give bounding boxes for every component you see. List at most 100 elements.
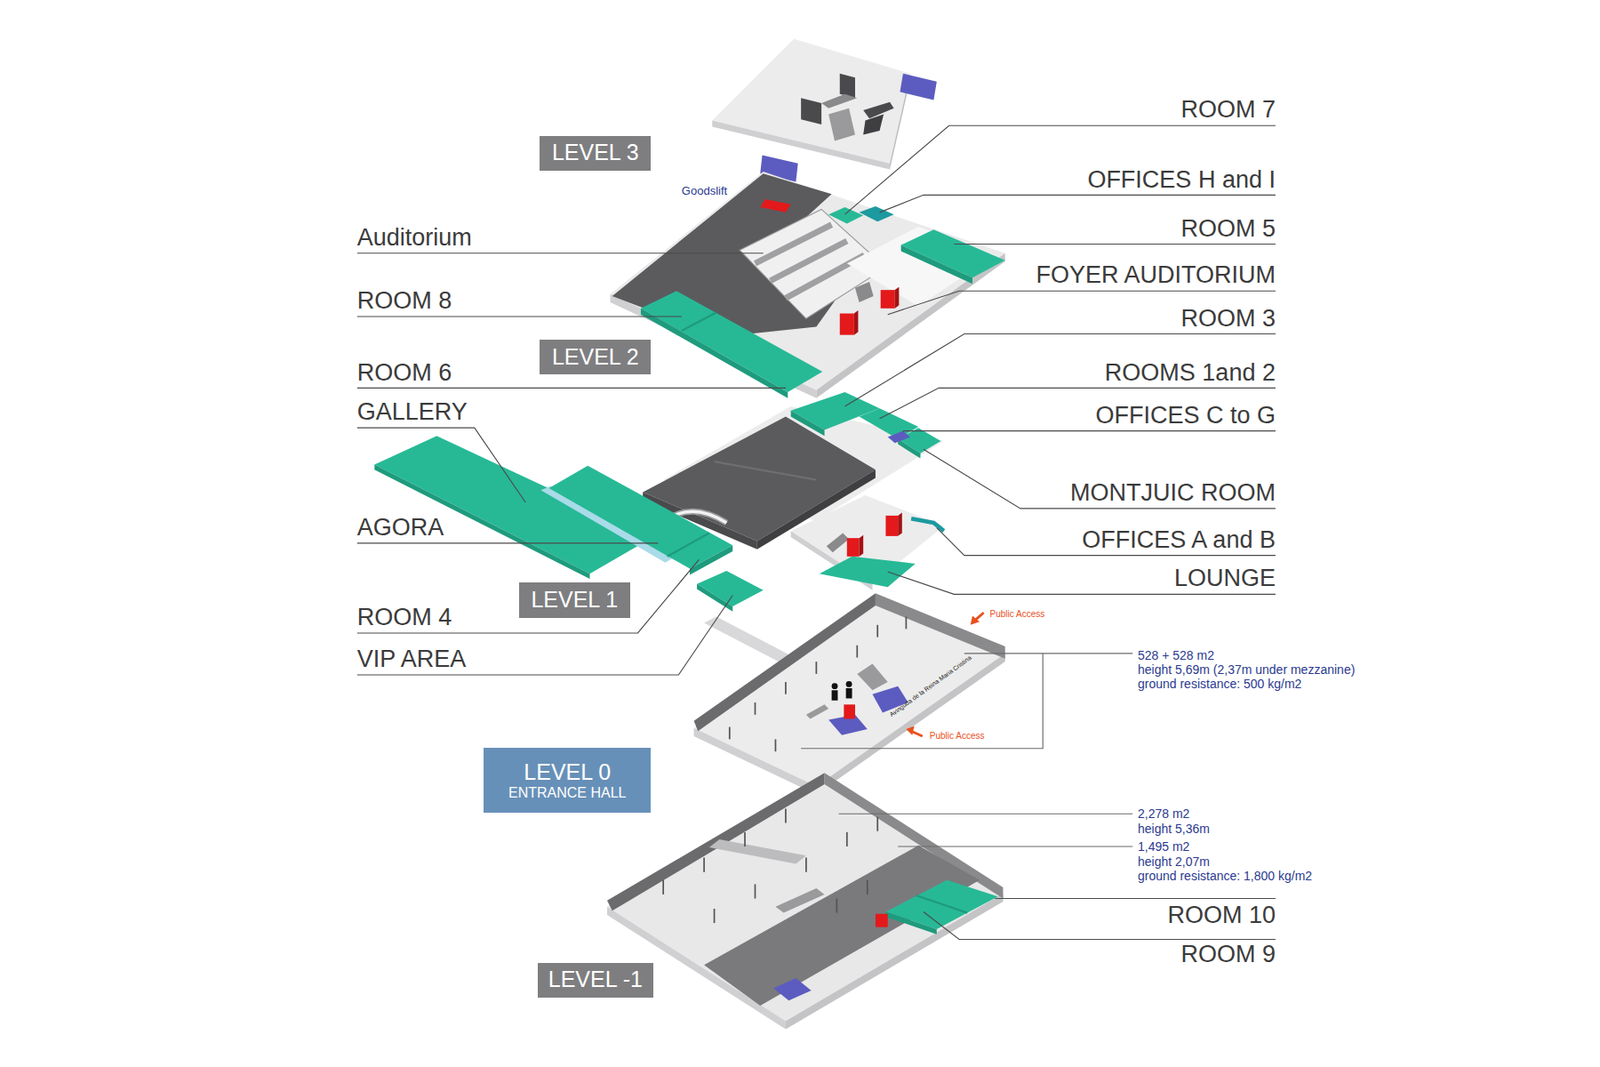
dimension-note: ground resistance: 1,800 kg/m2 — [1137, 869, 1312, 882]
dimension-note: height 2,07m — [1137, 855, 1210, 868]
dimension-line — [800, 653, 1043, 749]
level-title: LEVEL 2 — [552, 344, 640, 370]
room-label: ROOM 6 — [357, 360, 453, 385]
level-minus-1-plate — [885, 911, 936, 934]
level-2-plate — [770, 240, 848, 281]
level-2-plate — [854, 310, 859, 336]
level-2-plate — [855, 281, 874, 303]
level-minus-1-plate — [866, 880, 869, 895]
level-1-plate — [819, 556, 916, 587]
dimension-line — [800, 653, 1133, 847]
level-minus-1-plate — [754, 883, 757, 898]
leader-line — [845, 334, 1276, 408]
room-label: AGORA — [357, 515, 445, 540]
access-arrow — [905, 725, 914, 735]
level-minus-1-plate — [916, 895, 968, 913]
level-3-plate — [863, 114, 884, 136]
access-label: Public Access — [929, 731, 985, 741]
level-0-plate — [832, 689, 839, 700]
level-title: LEVEL 0 — [523, 760, 611, 785]
level-minus-1-plate — [876, 816, 879, 832]
leader-line — [357, 542, 659, 544]
level-2-plate — [640, 290, 823, 392]
level-3-plate — [712, 39, 937, 183]
room-label: MONTJUIC ROOM — [1070, 480, 1276, 505]
access-arrow — [970, 615, 980, 624]
dimension-note: 1,495 m2 — [1137, 840, 1190, 853]
level-0-plate — [846, 688, 853, 698]
room-label: ROOM 10 — [1167, 903, 1276, 928]
level-1-plate — [897, 512, 903, 536]
leader-line — [994, 897, 1276, 899]
level-1-plate — [885, 515, 898, 536]
level-0-plate — [843, 704, 856, 719]
level-0-plate — [694, 592, 1006, 794]
level-0-plate — [905, 616, 908, 630]
leader-line — [880, 194, 1276, 213]
level-1-plate — [714, 461, 817, 480]
level-0-plate — [806, 704, 829, 719]
dimension-note: height 5,36m — [1137, 822, 1210, 835]
leader-line — [357, 387, 786, 389]
level-1-plate — [847, 537, 860, 557]
leader-line — [845, 125, 1276, 215]
level-minus-1-plate — [835, 898, 838, 913]
dimension-line — [839, 813, 1134, 815]
level-1-plate — [696, 584, 733, 612]
dimension-line — [897, 845, 1133, 847]
level-2-plate — [760, 199, 791, 213]
level-2-plate — [895, 287, 900, 309]
level-2-plate — [609, 171, 1005, 391]
level-1-plate — [888, 431, 911, 444]
level-1-plate — [897, 439, 920, 459]
level-0-plate — [728, 727, 731, 740]
dimension-note: ground resistance: 500 kg/m2 — [1137, 677, 1302, 690]
level-0-plate — [816, 653, 1005, 794]
level-0-plate — [856, 645, 858, 658]
room-label: OFFICES C to G — [1095, 403, 1276, 428]
level-subtitle: ENTRANCE HALL — [508, 784, 626, 801]
level-1-plate — [791, 410, 825, 437]
level-1-plate — [757, 469, 876, 550]
level-2-plate — [840, 313, 855, 336]
level-0-plate — [875, 592, 1006, 658]
level-0-plate — [832, 682, 839, 689]
level-title: LEVEL -1 — [548, 967, 643, 992]
level-minus-1-plate — [607, 778, 1003, 1021]
level-2-plate — [640, 308, 788, 399]
level-0-plate — [846, 680, 853, 688]
level-tag: LEVEL 3 — [539, 136, 651, 171]
room-label: LOUNGE — [1174, 566, 1276, 591]
level-3-plate — [828, 108, 856, 142]
level-2-plate — [901, 245, 973, 285]
level-0-plate — [816, 661, 818, 674]
level-minus-1-plate — [773, 977, 811, 1000]
level-0-plate — [876, 624, 879, 638]
leader-line — [936, 528, 1276, 556]
room-label: ROOM 9 — [1180, 942, 1276, 967]
level-minus-1-plate — [709, 839, 807, 864]
room-label: ROOM 3 — [1180, 306, 1276, 331]
room-label: OFFICES H and I — [1087, 168, 1276, 192]
level-minus-1-plate — [703, 857, 705, 872]
level-2-plate — [609, 171, 1005, 399]
level-2-plate — [681, 312, 717, 331]
level-minus-1-plate — [875, 913, 888, 928]
level-3-plate — [712, 120, 890, 170]
leader-line — [357, 125, 1276, 939]
leader-line — [953, 243, 1276, 245]
level-0-plate — [694, 728, 817, 795]
room-label: ROOM 7 — [1180, 97, 1276, 122]
level-minus-1-plate — [784, 808, 787, 823]
room-label: ROOM 4 — [357, 605, 453, 630]
level-3-plate — [821, 94, 857, 109]
level-title: LEVEL 1 — [530, 587, 618, 613]
level-title: LEVEL 3 — [552, 140, 640, 166]
level-minus-1-plate — [775, 888, 824, 913]
dimension-note: height 5,69m (2,37m under mezzanine) — [1137, 663, 1355, 676]
room-label: ROOM 5 — [1180, 216, 1276, 241]
level-minus-1-plate — [805, 857, 808, 872]
level-3-plate — [863, 102, 894, 119]
